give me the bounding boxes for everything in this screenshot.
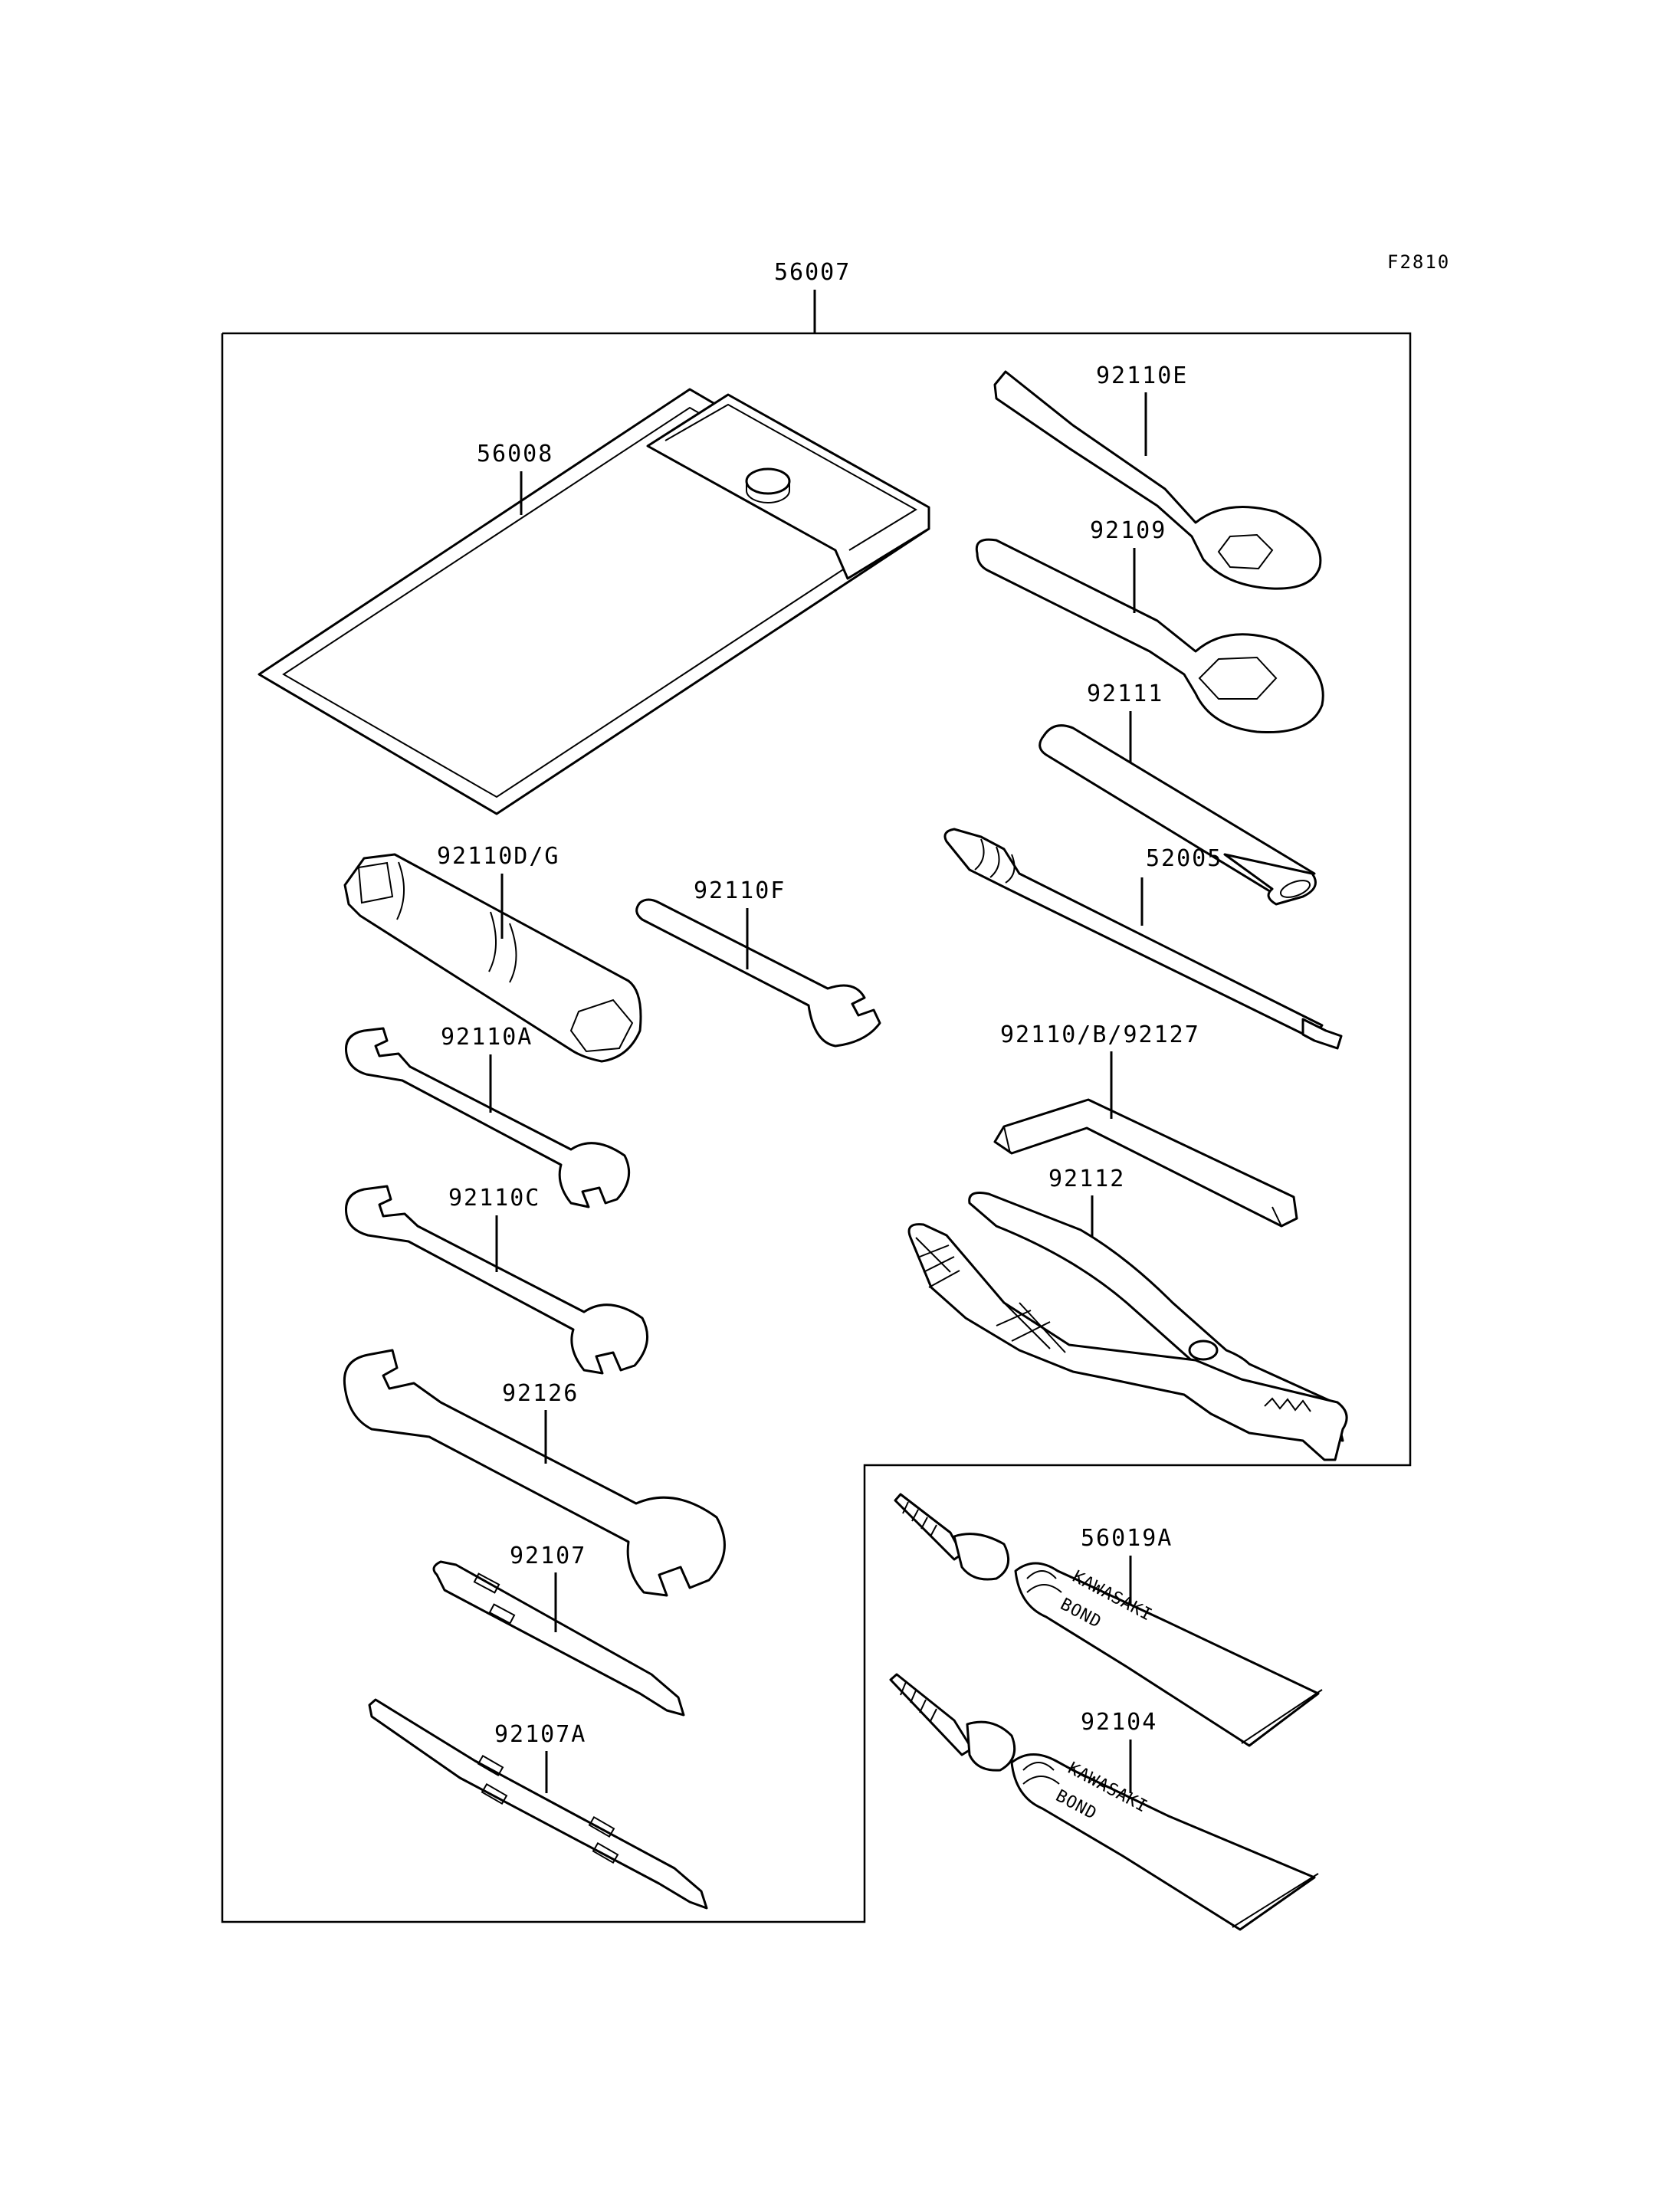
plug-wrench-92110DG[interactable] [343,853,642,1063]
hex-key-92110B[interactable] [993,1098,1298,1228]
label-52005: 52005 [1146,845,1222,872]
extension-bar-92111[interactable] [1039,724,1317,906]
label-92107: 92107 [510,1543,586,1569]
label-92112: 92112 [1048,1166,1125,1192]
pliers-92112[interactable] [907,1192,1348,1461]
figure-code: F2810 [1387,251,1450,273]
label-92111: 92111 [1087,680,1163,707]
label-92104: 92104 [1081,1709,1157,1736]
screwdriver-92107A[interactable] [368,1698,708,1910]
tire-gauge-52005[interactable] [943,828,1343,1050]
open-wrench-92110C[interactable] [344,1185,648,1375]
label-92126: 92126 [502,1380,579,1407]
label-56019A: 56019A [1081,1525,1173,1552]
screwdriver-bit-92107[interactable] [432,1560,685,1717]
box-wrench-92109[interactable] [975,538,1324,734]
label-92107A: 92107A [494,1721,586,1748]
label-56007: 56007 [774,259,851,286]
box-wrench-92110E[interactable] [993,370,1322,590]
label-56008: 56008 [477,441,553,467]
label-92110E: 92110E [1096,362,1188,389]
open-wrench-92110A[interactable] [344,1027,631,1208]
open-wrench-92126[interactable] [343,1349,726,1597]
label-92110C: 92110C [448,1185,540,1212]
tool-pouch-56008[interactable] [258,388,930,815]
label-92109: 92109 [1090,517,1166,544]
open-wrench-92110F[interactable] [635,898,881,1048]
kit-boundary [221,332,1412,1923]
label-92110F: 92110F [694,877,786,904]
label-92110B: 92110/B/92127 [1000,1021,1200,1048]
label-92110A: 92110A [441,1024,533,1051]
label-92110DG: 92110D/G [437,843,560,870]
